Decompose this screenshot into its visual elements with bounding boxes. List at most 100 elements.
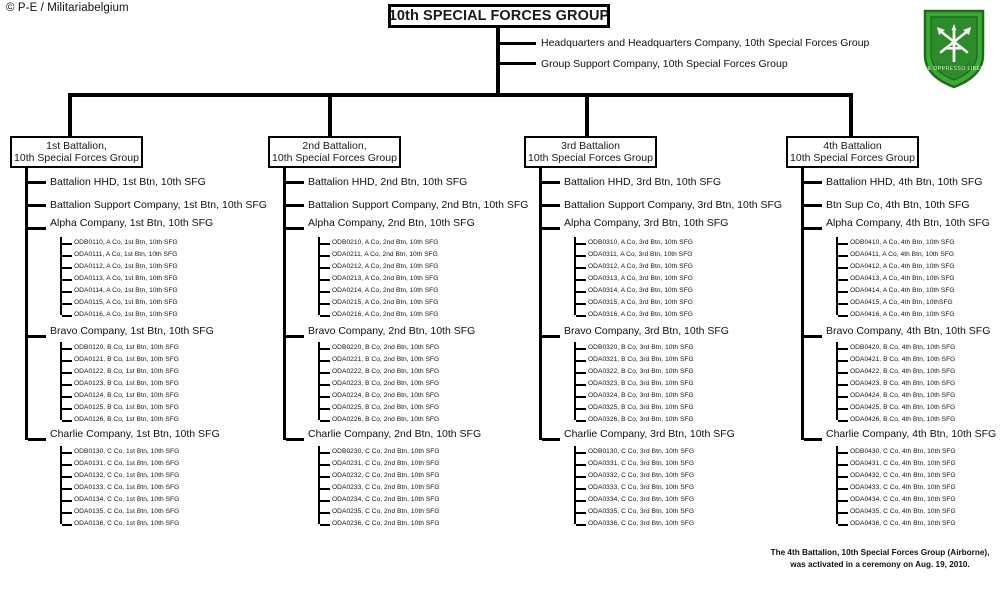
bn1-b-stub-1: [62, 360, 72, 362]
bn3-staff-support: Battalion Support Company, 3rd Btn, 10th…: [564, 199, 783, 211]
bn1-c-stub-1: [62, 464, 72, 466]
bn3-a-stub-3: [576, 279, 586, 281]
bn3-company-alpha[interactable]: Alpha Company, 3rd Btn, 10th SFG: [564, 217, 729, 229]
bn3-bravo-oda-4: ODA0324, B Co, 3rd Btn, 10th SFG: [588, 392, 694, 399]
bn3-charlie-oda-0: ODB0130, C Co, 3rd Btn, 10th SFG: [588, 448, 695, 455]
bn2-a-stub-6: [320, 315, 330, 317]
bn1-c-stub-5: [62, 512, 72, 514]
bn2-stub-co-1: [286, 335, 304, 338]
bn4-stub-staff-1: [804, 204, 822, 207]
battalion-box-1[interactable]: 1st Battalion, 10th Special Forces Group: [10, 136, 143, 168]
bn1-stub-staff-1: [28, 204, 46, 207]
bn4-b-stub-5: [838, 408, 848, 410]
bn2-c-stub-5: [320, 512, 330, 514]
bn3-stub-staff-1: [542, 204, 560, 207]
bn3-c-stub-0: [576, 452, 586, 454]
battalion-box-3[interactable]: 3rd Battalion 10th Special Forces Group: [524, 136, 657, 168]
bn4-b-stub-4: [838, 396, 848, 398]
bn2-c-stub-1: [320, 464, 330, 466]
bn1-stub-co-0: [28, 227, 46, 230]
bn1-alpha-oda-3: ODA0113, A Co, 1st Btn, 10th SFG: [74, 275, 178, 282]
bn2-charlie-spine: [318, 446, 320, 524]
bn3-charlie-oda-3: ODA0333, C Co, 3rd Btn, 10th SFG: [588, 484, 695, 491]
bn1-c-stub-4: [62, 500, 72, 502]
bn4-c-stub-5: [838, 512, 848, 514]
bn4-charlie-oda-6: ODA0436, C Co, 4th Btn, 10th SFG: [850, 520, 956, 527]
bn4-alpha-oda-4: ODA0414, A Co, 4th Btn, 10th SFG: [850, 287, 955, 294]
bn2-charlie-oda-6: ODA0236, C Co, 2nd Btn, 10th SFG: [332, 520, 440, 527]
bn1-company-bravo[interactable]: Bravo Company, 1st Btn, 10th SFG: [50, 325, 214, 337]
bn4-company-bravo[interactable]: Bravo Company, 4th Btn, 10th SFG: [826, 325, 991, 337]
insignia-dagger: [947, 24, 961, 62]
bn3-bravo-oda-5: ODA0325, B Co, 3rd Btn, 10th SFG: [588, 404, 694, 411]
bn4-alpha-oda-3: ODA0413, A Co, 4th Btn, 10th SFG: [850, 275, 955, 282]
bn1-c-stub-2: [62, 476, 72, 478]
bn4-bravo-oda-5: ODA0425, B Co, 4th Btn, 10th SFG: [850, 404, 956, 411]
bn3-charlie-oda-2: ODA0332, C Co, 3rd Btn, 10th SFG: [588, 472, 695, 479]
insignia-motto-text: DE OPPRESSO LIBER: [924, 66, 985, 72]
bn2-bravo-oda-1: ODA0221, B Co, 2nd Btn, 10th SFG: [332, 356, 440, 363]
bn1-company-alpha[interactable]: Alpha Company, 1st Btn, 10th SFG: [50, 217, 214, 229]
bn4-alpha-oda-6: ODA0416, A Co, 4th Btn, 10th SFG: [850, 311, 955, 318]
bn3-alpha-oda-1: ODA0311, A Co, 3rd Btn, 10th SFG: [588, 251, 693, 258]
battalion-drop-stem-2: [328, 93, 332, 138]
bn2-a-stub-5: [320, 303, 330, 305]
bn2-charlie-oda-5: ODA0235, C Co, 2nd Btn, 10th SFG: [332, 508, 440, 515]
bn2-a-stub-1: [320, 255, 330, 257]
bn1-a-stub-6: [62, 315, 72, 317]
battalion-3-line1: 3rd Battalion: [561, 139, 620, 152]
bn4-stub-co-0: [804, 227, 822, 230]
bn4-stub-co-2: [804, 438, 822, 441]
battalion-drop-stem-4: [849, 93, 853, 138]
bn1-bravo-oda-6: ODA0126, B Co, 1st Btn, 10th SFG: [74, 416, 179, 423]
bn2-company-alpha[interactable]: Alpha Company, 2nd Btn, 10th SFG: [308, 217, 475, 229]
bn2-company-bravo[interactable]: Bravo Company, 2nd Btn, 10th SFG: [308, 325, 476, 337]
bn1-company-charlie[interactable]: Charlie Company, 1st Btn, 10th SFG: [50, 428, 220, 440]
root-unit-box: 10th SPECIAL FORCES GROUP: [388, 4, 610, 28]
bn1-c-stub-0: [62, 452, 72, 454]
bn3-a-stub-1: [576, 255, 586, 257]
bn2-company-charlie[interactable]: Charlie Company, 2nd Btn, 10th SFG: [308, 428, 482, 440]
bn1-a-stub-1: [62, 255, 72, 257]
bn3-a-stub-0: [576, 243, 586, 245]
bn2-bravo-oda-5: ODA0225, B Co, 2nd Btn, 10th SFG: [332, 404, 440, 411]
bn4-bravo-oda-4: ODA0424, B Co, 4th Btn, 10th SFG: [850, 392, 956, 399]
bn3-alpha-oda-4: ODA0314, A Co, 3rd Btn, 10th SFG: [588, 287, 693, 294]
bn4-c-stub-6: [838, 524, 848, 526]
bn1-b-stub-3: [62, 384, 72, 386]
battalion-1-spine: [25, 168, 28, 440]
bn1-charlie-oda-2: ODA0132, C Co, 1st Btn, 10th SFG: [74, 472, 180, 479]
bn1-a-stub-2: [62, 267, 72, 269]
bn4-b-stub-2: [838, 372, 848, 374]
bn2-alpha-oda-5: ODA0215, A Co, 2nd Btn, 10th SFG: [332, 299, 439, 306]
bn4-company-charlie[interactable]: Charlie Company, 4th Btn, 10th SFG: [826, 428, 997, 440]
battalion-box-4[interactable]: 4th Battalion 10th Special Forces Group: [786, 136, 919, 168]
bn3-charlie-oda-4: ODA0334, C Co, 3rd Btn, 10th SFG: [588, 496, 695, 503]
bn4-charlie-oda-0: ODB0430, C Co, 4th Btn, 10th SFG: [850, 448, 956, 455]
bn4-bravo-oda-2: ODA0422, B Co, 4th Btn, 10th SFG: [850, 368, 956, 375]
bn1-a-stub-4: [62, 291, 72, 293]
root-unit-title: 10th SPECIAL FORCES GROUP: [388, 8, 610, 24]
bn1-a-stub-5: [62, 303, 72, 305]
unit-insignia: DE OPPRESSO LIBER: [922, 8, 986, 90]
bn1-c-stub-6: [62, 524, 72, 526]
bn1-bravo-oda-4: ODA0124, B Co, 1st Btn, 10th SFG: [74, 392, 179, 399]
bn3-company-bravo[interactable]: Bravo Company, 3rd Btn, 10th SFG: [564, 325, 729, 337]
bn3-alpha-oda-6: ODA0316, A Co, 3rd Btn, 10th SFG: [588, 311, 693, 318]
battalion-box-2[interactable]: 2nd Battalion, 10th Special Forces Group: [268, 136, 401, 168]
bn3-b-stub-1: [576, 360, 586, 362]
bn2-b-stub-0: [320, 348, 330, 350]
bn3-company-charlie[interactable]: Charlie Company, 3rd Btn, 10th SFG: [564, 428, 735, 440]
bn2-alpha-oda-3: ODA0213, A Co, 2nd Btn, 10th SFG: [332, 275, 439, 282]
bn4-a-stub-6: [838, 315, 848, 317]
bn1-charlie-oda-3: ODA0133, C Co, 1st Btn, 10th SFG: [74, 484, 180, 491]
bn2-a-stub-0: [320, 243, 330, 245]
bn3-stub-staff-0: [542, 181, 560, 184]
bn2-a-stub-3: [320, 279, 330, 281]
bn3-alpha-oda-0: ODB0310, A Co, 3rd Btn, 10th SFG: [588, 239, 693, 246]
bn4-company-alpha[interactable]: Alpha Company, 4th Btn, 10th SFG: [826, 217, 990, 229]
bn4-charlie-oda-2: ODA0432, C Co, 4th Btn, 10th SFG: [850, 472, 956, 479]
bn4-c-stub-1: [838, 464, 848, 466]
copyright-credit: © P-E / Militariabelgium: [6, 2, 129, 14]
bn1-a-stub-0: [62, 243, 72, 245]
